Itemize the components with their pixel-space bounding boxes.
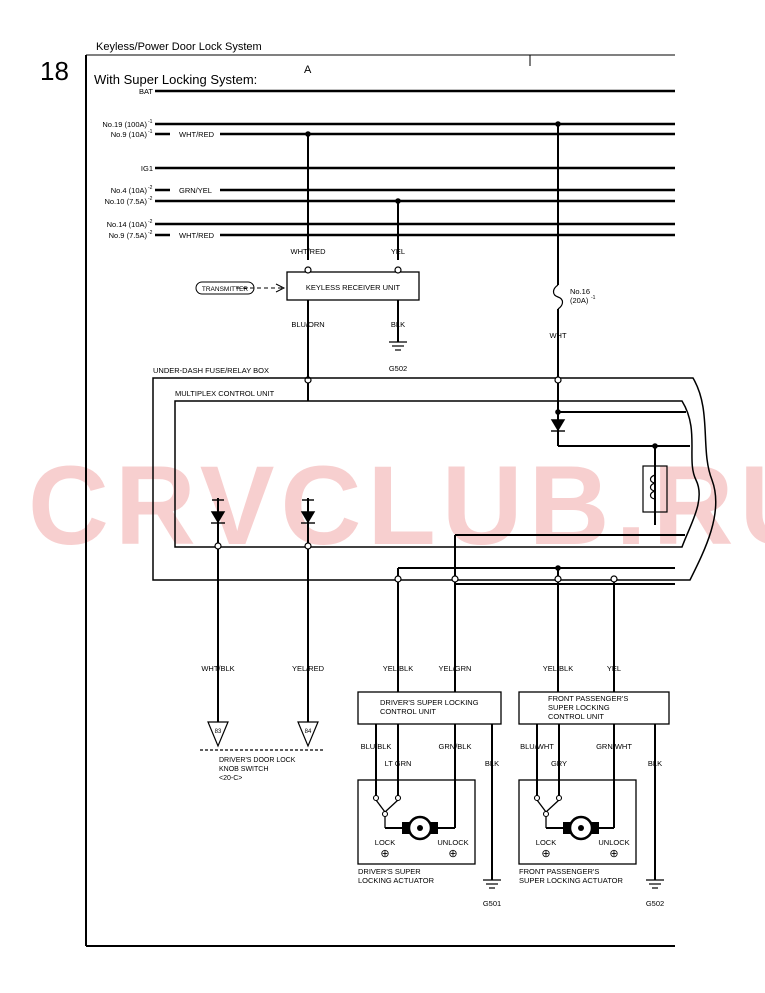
fuse-16-sup: -1 [591, 295, 596, 301]
label-no4: No.4 (10A) [111, 186, 148, 195]
wire-grnyel: GRN/YEL [179, 186, 212, 195]
wire-yel-2: YEL [607, 664, 621, 673]
wire-blk-kru: BLK [391, 320, 405, 329]
keyless-labels: WHT/RED YEL TRANSMITTER KEYLESS RECEIVER… [202, 247, 407, 373]
pass-act-line2: SUPER LOCKING ACTUATOR [519, 876, 623, 885]
wire-yelblk-2: YEL/BLK [543, 664, 573, 673]
driver-act-line2: LOCKING ACTUATOR [358, 876, 435, 885]
wire-grnblk: GRN/BLK [439, 742, 472, 751]
wire-whtred-kru: WHT/RED [291, 247, 327, 256]
diodes [210, 419, 566, 524]
label-ig1: IG1 [141, 164, 153, 173]
label-no10: No.10 (7.5A) [104, 197, 147, 206]
fuse-box-label: UNDER-DASH FUSE/RELAY BOX [153, 366, 269, 375]
wire-yel-kru: YEL [391, 247, 405, 256]
pass-ctrl-line1: FRONT PASSENGER'S [548, 694, 628, 703]
driver-ctrl-line2: CONTROL UNIT [380, 707, 436, 716]
fuse-16-labels: No.16 (20A) -1 WHT [549, 287, 595, 340]
driver-actuator [357, 724, 501, 889]
label-bat: BAT [139, 87, 153, 96]
sup-no9-10a: -1 [148, 129, 153, 135]
wire-blk-pass: BLK [648, 759, 662, 768]
knob-switch-line3: <20-C> [219, 775, 242, 782]
marker-a: A [304, 64, 312, 76]
label-no9-10a: No.9 (10A) [111, 130, 148, 139]
box-labels: UNDER-DASH FUSE/RELAY BOX MULTIPLEX CONT… [153, 366, 275, 398]
passenger-actuator [518, 724, 664, 889]
internal-wiring [217, 383, 690, 585]
label-no19: No.19 (100A) [102, 120, 147, 129]
pass-ctrl-line2: SUPER LOCKING [548, 703, 610, 712]
fuse-16-rating: (20A) [570, 296, 589, 305]
driver-control-unit [357, 691, 502, 725]
pass-lock-plus: ⊕ [541, 848, 550, 860]
wire-yelblk-1: YEL/BLK [383, 664, 413, 673]
driver-ctrl-line1: DRIVER'S SUPER LOCKING [380, 698, 479, 707]
pass-lock-label: LOCK [536, 838, 556, 847]
fuse-16-label: No.16 [570, 287, 590, 296]
sup-no14: -2 [148, 219, 153, 225]
label-no14: No.14 (10A) [107, 220, 148, 229]
keyless-terminals [304, 266, 402, 384]
wire-wht: WHT [549, 331, 566, 340]
page-subtitle: With Super Locking System: [94, 72, 257, 87]
power-labels: BAT No.19 (100A) -1 No.9 (10A) -1 WHT/RE… [102, 87, 214, 240]
knob-switch-line2: KNOB SWITCH [219, 766, 268, 773]
driver-unlock-plus: ⊕ [448, 848, 457, 860]
pass-act-line1: FRONT PASSENGER'S [519, 867, 599, 876]
sup-no4: -2 [148, 185, 153, 191]
passenger-control-unit [518, 691, 670, 725]
keyless-dots [305, 131, 401, 204]
driver-lock-label: LOCK [375, 838, 395, 847]
lower-wire-labels: WHT/BLK YEL/RED YEL/BLK YEL/GRN YEL/BLK … [201, 664, 621, 673]
knob-switch-connectors [200, 721, 325, 751]
sup-no10: -2 [148, 196, 153, 202]
ground-g502-bottom: G502 [646, 899, 664, 908]
wire-blublk: BLU/BLK [361, 742, 392, 751]
keyless-receiver-label: KEYLESS RECEIVER UNIT [306, 283, 401, 292]
driver-act-line1: DRIVER'S SUPER [358, 867, 421, 876]
driver-lock-plus: ⊕ [380, 848, 389, 860]
wire-whtblk: WHT/BLK [201, 664, 234, 673]
wire-yelred: YEL/RED [292, 664, 325, 673]
knob-switch-line1: DRIVER'S DOOR LOCK [219, 757, 296, 764]
sup-no19: -1 [148, 119, 153, 125]
wire-whtred-1: WHT/RED [179, 130, 215, 139]
power-bus [155, 89, 675, 237]
pass-unlock-label: UNLOCK [598, 838, 629, 847]
page-frame [85, 54, 675, 947]
wire-ltgrn: LT GRN [385, 759, 412, 768]
internal-dots [555, 409, 658, 571]
under-dash-fuse-box [152, 377, 717, 581]
mcu-label: MULTIPLEX CONTROL UNIT [175, 389, 275, 398]
page-number: 18 [40, 56, 69, 86]
label-no9-75a: No.9 (7.5A) [109, 231, 148, 240]
connector-84: 84 [305, 729, 312, 735]
driver-unlock-label: UNLOCK [437, 838, 468, 847]
wire-whtred-2: WHT/RED [179, 231, 215, 240]
pass-ctrl-line3: CONTROL UNIT [548, 712, 604, 721]
ground-g501: G501 [483, 899, 501, 908]
wire-bluwht: BLU/WHT [520, 742, 554, 751]
wire-blk-driver: BLK [485, 759, 499, 768]
pass-unlock-plus: ⊕ [609, 848, 618, 860]
sup-no9-75a: -2 [148, 230, 153, 236]
connector-83: 83 [215, 729, 222, 735]
ground-g502-top: G502 [389, 364, 407, 373]
wire-yelgrn: YEL/GRN [439, 664, 472, 673]
wire-grnwht: GRN/WHT [596, 742, 632, 751]
wire-bluorn: BLU/ORN [291, 320, 324, 329]
wire-gry: GRY [551, 759, 567, 768]
page-header: Keyless/Power Door Lock System [96, 41, 262, 53]
fuse-16 [552, 124, 564, 380]
box-terminals [214, 376, 618, 583]
lower-wires [217, 546, 615, 722]
keyless-receiver-section [195, 134, 420, 380]
knob-switch-labels: 83 84 DRIVER'S DOOR LOCK KNOB SWITCH <20… [215, 729, 312, 782]
transmitter-label: TRANSMITTER [202, 286, 249, 293]
